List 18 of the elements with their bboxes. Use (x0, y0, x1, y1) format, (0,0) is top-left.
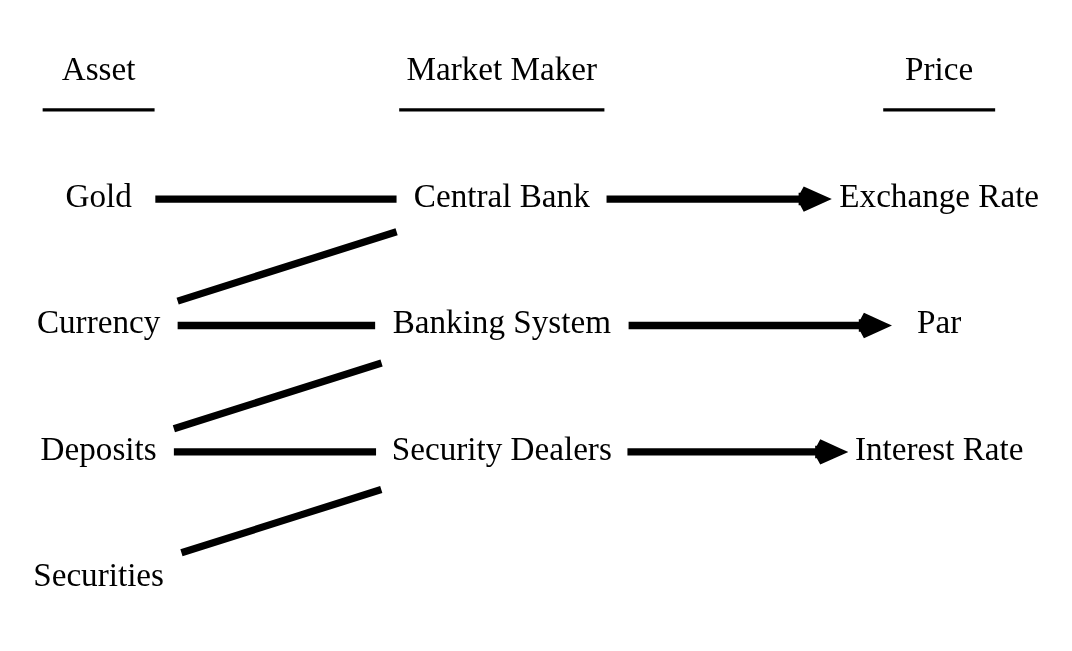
label: Market Maker (406, 50, 598, 88)
label: Asset (61, 50, 136, 88)
connector (180, 486, 383, 557)
label: Price (905, 50, 974, 88)
connector (173, 448, 377, 456)
node-text: Par (917, 303, 962, 341)
node-text: Interest Rate (854, 429, 1024, 467)
connector (172, 359, 383, 433)
node-text: Securities (33, 556, 164, 594)
node-text: Central Bank (413, 176, 590, 214)
connector (177, 321, 376, 330)
node-text: Banking System (392, 303, 611, 341)
node-text: Exchange Rate (839, 176, 1040, 214)
node-text: Gold (65, 176, 132, 214)
node-text: Security Dealers (391, 429, 612, 467)
node-text: Currency (36, 303, 161, 341)
node-text: Deposits (40, 429, 157, 467)
connector (176, 228, 398, 305)
